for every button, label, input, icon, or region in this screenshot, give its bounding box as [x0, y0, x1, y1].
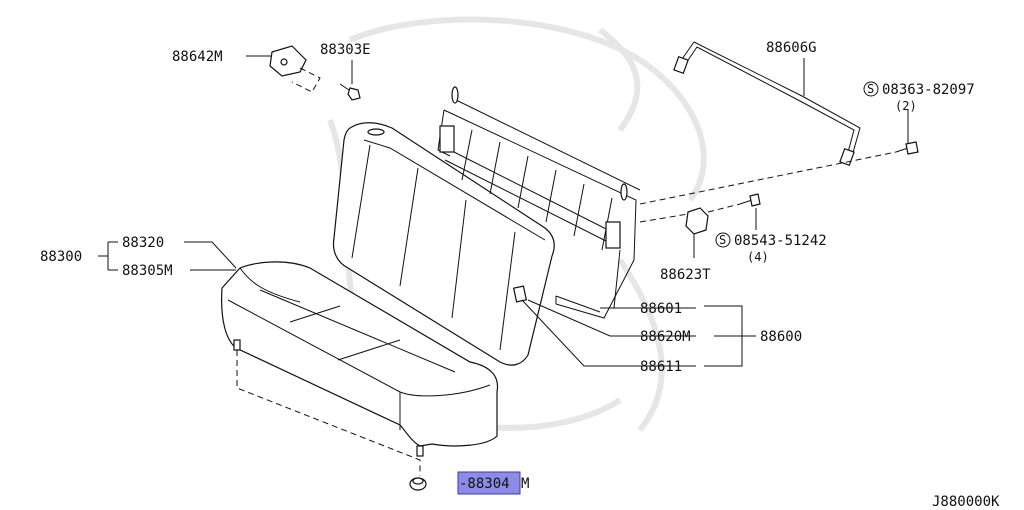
nut-88304M	[409, 477, 427, 491]
label-88303E[interactable]: 88303E	[320, 42, 371, 58]
label-88600[interactable]: 88600	[760, 329, 802, 345]
screw-symbol-circle-2	[715, 232, 731, 248]
part-highlight-88304	[457, 471, 521, 495]
label-88606G[interactable]: 88606G	[766, 40, 817, 56]
screw-symbol-2: S	[719, 233, 726, 247]
label-88304-suffix: M	[521, 476, 529, 492]
leader-lines	[98, 55, 909, 367]
label-88304[interactable]: -88304	[459, 476, 510, 492]
label-88642M[interactable]: 88642M	[172, 49, 223, 65]
label-88620M[interactable]: 88620M	[640, 329, 691, 345]
screw-symbol-1: S	[867, 82, 874, 96]
seat-back-frame	[437, 86, 641, 319]
assembly-lines	[236, 67, 897, 476]
label-08363-82097[interactable]: 08363-82097	[882, 82, 975, 98]
label-08363-qty: (2)	[895, 99, 917, 113]
label-88305M[interactable]: 88305M	[122, 263, 173, 279]
label-08543-51242[interactable]: 08543-51242	[734, 233, 827, 249]
bracket-88642M	[269, 45, 307, 77]
label-88300[interactable]: 88300	[40, 249, 82, 265]
screw-08363	[895, 141, 919, 155]
screw-08543	[739, 193, 761, 207]
bolt-88303E	[339, 83, 361, 101]
diagram-id: J880000K	[932, 494, 1000, 510]
seat-back	[332, 122, 555, 366]
label-88623T[interactable]: 88623T	[660, 267, 711, 283]
label-08543-qty: (4)	[747, 250, 769, 264]
label-88611[interactable]: 88611	[640, 359, 682, 375]
label-88601[interactable]: 88601	[640, 301, 682, 317]
screw-symbol-circle-1	[863, 81, 879, 97]
clip-88623T	[685, 207, 709, 235]
seat-cushion	[221, 261, 499, 457]
label-88320[interactable]: 88320	[122, 235, 164, 251]
